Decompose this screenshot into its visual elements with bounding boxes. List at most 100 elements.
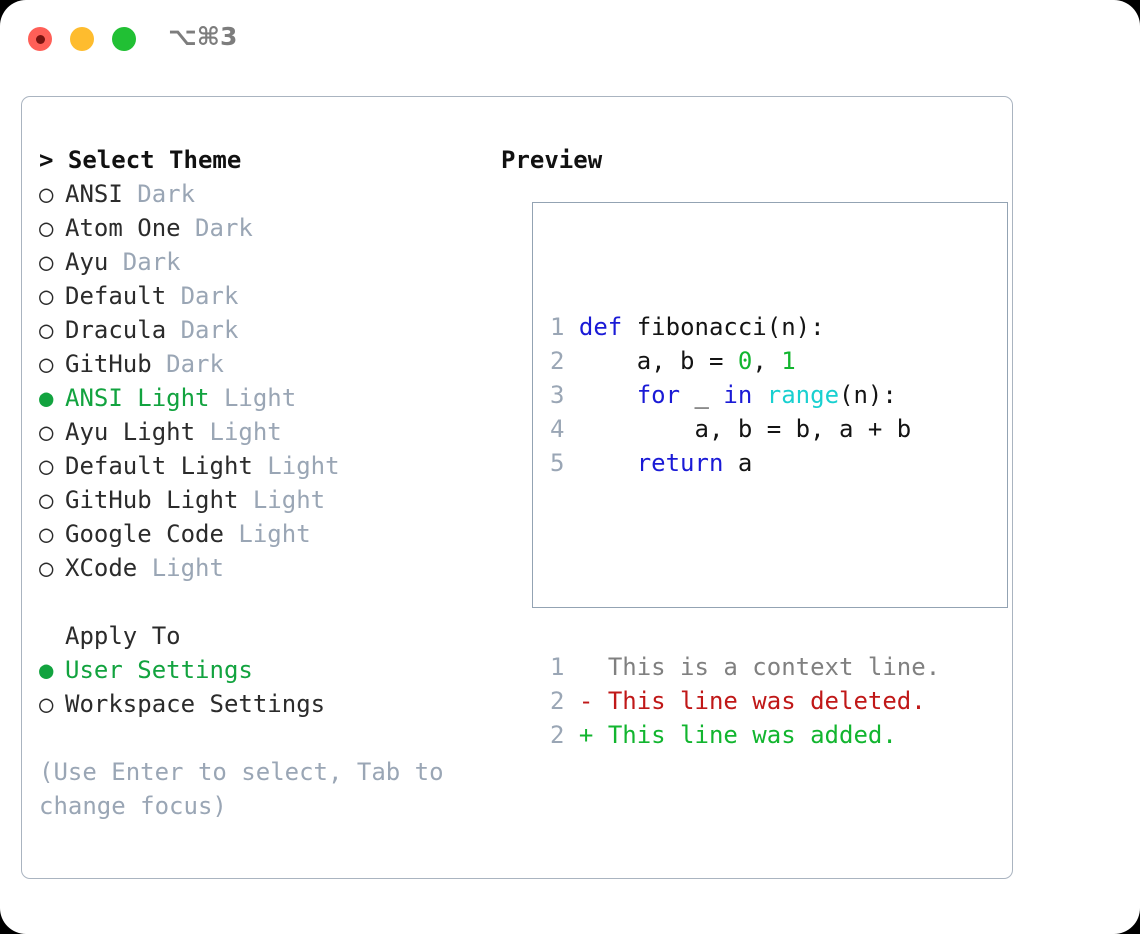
theme-option-variant: Light bbox=[137, 554, 224, 582]
diff-text: This line was deleted. bbox=[607, 687, 926, 715]
line-number: 2 bbox=[550, 347, 565, 375]
page-title: > Select Theme bbox=[39, 146, 242, 174]
close-window-button[interactable] bbox=[28, 27, 52, 51]
theme-option-label: Google Code bbox=[65, 520, 224, 548]
apply-to-option-label: Workspace Settings bbox=[65, 690, 326, 718]
theme-option-label: Ayu Light bbox=[65, 418, 196, 446]
radio-unselected-icon: ○ bbox=[39, 180, 68, 208]
theme-option-label: XCode bbox=[65, 554, 138, 582]
diff-text: This is a context line. bbox=[607, 653, 941, 681]
theme-option[interactable]: ○ Default Dark bbox=[39, 279, 479, 313]
code-token: 1 bbox=[781, 347, 796, 375]
code-line: 1 def fibonacci(n): bbox=[550, 310, 940, 344]
code-token: a, b = bbox=[578, 347, 738, 375]
code-token: , bbox=[752, 347, 782, 375]
line-number: 3 bbox=[550, 381, 565, 409]
theme-option-variant: Light bbox=[209, 384, 297, 412]
theme-option-label: ANSI Light bbox=[65, 384, 210, 412]
code-token bbox=[752, 381, 766, 409]
theme-option-variant: Dark bbox=[151, 350, 224, 378]
keyboard-hint-text: (Use Enter to select, Tab to change focu… bbox=[39, 758, 459, 820]
radio-unselected-icon: ○ bbox=[39, 248, 68, 276]
code-line: 3 for _ in range(n): bbox=[550, 378, 940, 412]
radio-unselected-icon: ○ bbox=[39, 690, 68, 718]
diff-line: 2 - This line was deleted. bbox=[550, 684, 940, 718]
line-number: 2 bbox=[550, 721, 565, 749]
diff-text: This line was added. bbox=[607, 721, 897, 749]
theme-option-variant: Dark bbox=[180, 214, 253, 242]
theme-option-variant: Dark bbox=[166, 282, 239, 310]
theme-option[interactable]: ○ ANSI Dark bbox=[39, 177, 479, 211]
radio-unselected-icon: ○ bbox=[39, 520, 68, 548]
theme-option[interactable]: ○ Atom One Dark bbox=[39, 211, 479, 245]
gutter-space bbox=[564, 381, 578, 409]
theme-option[interactable]: ○ Ayu Dark bbox=[39, 245, 479, 279]
theme-option-label: Dracula bbox=[65, 316, 167, 344]
theme-option[interactable]: ● ANSI Light Light bbox=[39, 381, 479, 415]
theme-option-variant: Dark bbox=[166, 316, 239, 344]
minimize-window-button[interactable] bbox=[70, 27, 94, 51]
line-number: 5 bbox=[550, 449, 565, 477]
code-token bbox=[579, 449, 637, 477]
line-number: 1 bbox=[550, 653, 565, 681]
theme-option-label: GitHub Light bbox=[65, 486, 239, 514]
theme-option[interactable]: ○ Ayu Light Light bbox=[39, 415, 479, 449]
maximize-window-button[interactable] bbox=[112, 27, 136, 51]
apply-to-option[interactable]: ● User Settings bbox=[39, 653, 479, 687]
code-line: 4 a, b = b, a + b bbox=[550, 412, 940, 446]
theme-option-variant: Light bbox=[223, 520, 311, 548]
radio-selected-icon: ● bbox=[39, 384, 68, 412]
theme-option-label: Atom One bbox=[65, 214, 181, 242]
radio-unselected-icon: ○ bbox=[39, 214, 68, 242]
theme-option[interactable]: ○ Dracula Dark bbox=[39, 313, 479, 347]
code-line: 2 a, b = 0, 1 bbox=[550, 344, 940, 378]
theme-option[interactable]: ○ Default Light Light bbox=[39, 449, 479, 483]
radio-unselected-icon: ○ bbox=[39, 486, 68, 514]
code-token: (n): bbox=[839, 381, 897, 409]
theme-list: ○ ANSI Dark○ Atom One Dark○ Ayu Dark○ De… bbox=[39, 177, 479, 585]
theme-option[interactable]: ○ XCode Light bbox=[39, 551, 479, 585]
theme-option-label: ANSI bbox=[65, 180, 123, 208]
apply-to-list: ● User Settings○ Workspace Settings bbox=[39, 653, 479, 721]
gutter-space bbox=[564, 347, 578, 375]
theme-option-variant: Light bbox=[195, 418, 282, 446]
apply-to-option-label: User Settings bbox=[65, 656, 253, 684]
code-token bbox=[579, 381, 637, 409]
theme-option-variant: Dark bbox=[122, 180, 196, 208]
radio-unselected-icon: ○ bbox=[39, 316, 68, 344]
code-token: range bbox=[766, 381, 840, 409]
theme-picker-window: > Select Theme ○ ANSI Dark○ Atom One Dar… bbox=[21, 96, 1013, 879]
code-token: 0 bbox=[737, 347, 753, 375]
diff-marker: + bbox=[564, 721, 608, 749]
radio-unselected-icon: ○ bbox=[39, 350, 68, 378]
theme-option[interactable]: ○ GitHub Dark bbox=[39, 347, 479, 381]
line-number: 2 bbox=[550, 687, 565, 715]
radio-unselected-icon: ○ bbox=[39, 282, 68, 310]
theme-option-variant: Light bbox=[252, 452, 340, 480]
code-token: a, b = b, a + b bbox=[578, 415, 912, 443]
code-token: fibonacci(n): bbox=[622, 313, 825, 341]
code-token: _ bbox=[680, 381, 724, 409]
diff-sample: 1 This is a context line. 2 - This line w… bbox=[550, 650, 940, 752]
code-token: in bbox=[723, 381, 753, 409]
theme-option[interactable]: ○ Google Code Light bbox=[39, 517, 479, 551]
theme-option-variant: Light bbox=[238, 486, 326, 514]
code-line: 5 return a bbox=[550, 446, 940, 480]
radio-unselected-icon: ○ bbox=[39, 452, 68, 480]
apply-to-option[interactable]: ○ Workspace Settings bbox=[39, 687, 479, 721]
line-number: 1 bbox=[550, 313, 565, 341]
diff-line: 2 + This line was added. bbox=[550, 718, 940, 752]
hint-spacer bbox=[39, 721, 479, 755]
gutter-space bbox=[564, 313, 578, 341]
theme-picker-column: > Select Theme ○ ANSI Dark○ Atom One Dar… bbox=[39, 143, 479, 823]
title-bar: ⌥⌘3 bbox=[0, 0, 1140, 78]
code-diff-separator bbox=[550, 548, 940, 582]
code-token: for bbox=[636, 381, 681, 409]
keyboard-shortcut-label: ⌥⌘3 bbox=[168, 22, 238, 51]
apply-to-heading: Apply To bbox=[65, 622, 181, 650]
theme-option[interactable]: ○ GitHub Light Light bbox=[39, 483, 479, 517]
code-token: a bbox=[723, 449, 753, 477]
